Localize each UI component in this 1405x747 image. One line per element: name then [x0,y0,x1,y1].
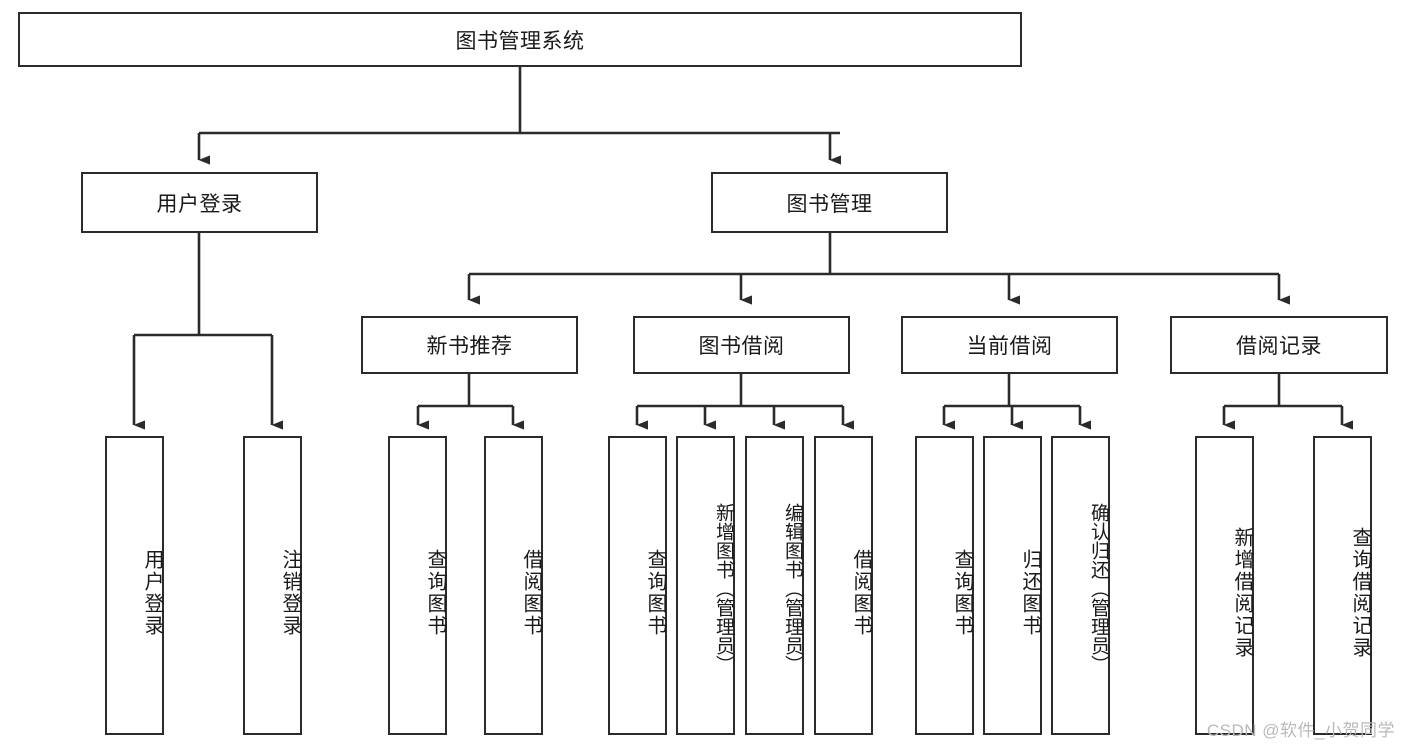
node-label: 注销登录 [279,548,301,637]
node-label: 借阅图书 [850,548,872,637]
node-user-login[interactable]: 用户登录 [81,172,318,233]
node-label: 新增借阅记录 [1231,526,1253,659]
node-label: 图书借阅 [698,335,785,358]
node-book-borrow[interactable]: 图书借阅 [633,316,850,374]
leaf-book-borrow-add-book-admin[interactable]: 新增图书（管理员） [676,436,735,735]
node-current-borrow[interactable]: 当前借阅 [901,316,1118,374]
leaf-user-login-login[interactable]: 用户登录 [105,436,164,735]
leaf-current-borrow-query-book[interactable]: 查询图书 [915,436,974,735]
leaf-current-borrow-confirm-return-admin[interactable]: 确认归还（管理员） [1051,436,1110,735]
leaf-book-borrow-query-book[interactable]: 查询图书 [608,436,667,735]
leaf-user-login-logout[interactable]: 注销登录 [243,436,302,735]
node-label: 确认归还（管理员） [1088,503,1109,674]
node-root-book-management-system[interactable]: 图书管理系统 [18,12,1022,67]
leaf-borrow-record-query-record[interactable]: 查询借阅记录 [1313,436,1372,735]
node-label: 用户登录 [156,192,243,216]
leaf-book-borrow-borrow-book[interactable]: 借阅图书 [814,436,873,735]
node-label: 用户登录 [141,548,163,637]
node-new-book-recommend[interactable]: 新书推荐 [361,316,578,374]
node-label: 查询图书 [424,548,446,637]
leaf-new-book-query-book[interactable]: 查询图书 [388,436,447,735]
leaf-borrow-record-add-record[interactable]: 新增借阅记录 [1195,436,1254,735]
node-label: 图书管理系统 [455,29,585,53]
leaf-book-borrow-edit-book-admin[interactable]: 编辑图书（管理员） [745,436,804,735]
leaf-new-book-borrow-book[interactable]: 借阅图书 [484,436,543,735]
node-borrow-record[interactable]: 借阅记录 [1170,316,1388,374]
csdn-watermark: CSDN @软件_小贺同学 [1206,721,1395,740]
node-label: 查询图书 [951,548,973,637]
node-label: 归还图书 [1019,548,1041,637]
node-label: 借阅图书 [520,548,542,637]
node-label: 查询借阅记录 [1349,526,1371,659]
node-label: 新书推荐 [426,335,513,358]
node-label: 图书管理 [786,192,873,216]
node-label: 当前借阅 [966,335,1053,358]
node-label: 新增图书（管理员） [713,503,734,674]
node-book-management[interactable]: 图书管理 [711,172,948,233]
node-label: 查询图书 [644,548,666,637]
leaf-current-borrow-return-book[interactable]: 归还图书 [983,436,1042,735]
node-label: 编辑图书（管理员） [782,503,803,674]
node-label: 借阅记录 [1236,335,1322,358]
